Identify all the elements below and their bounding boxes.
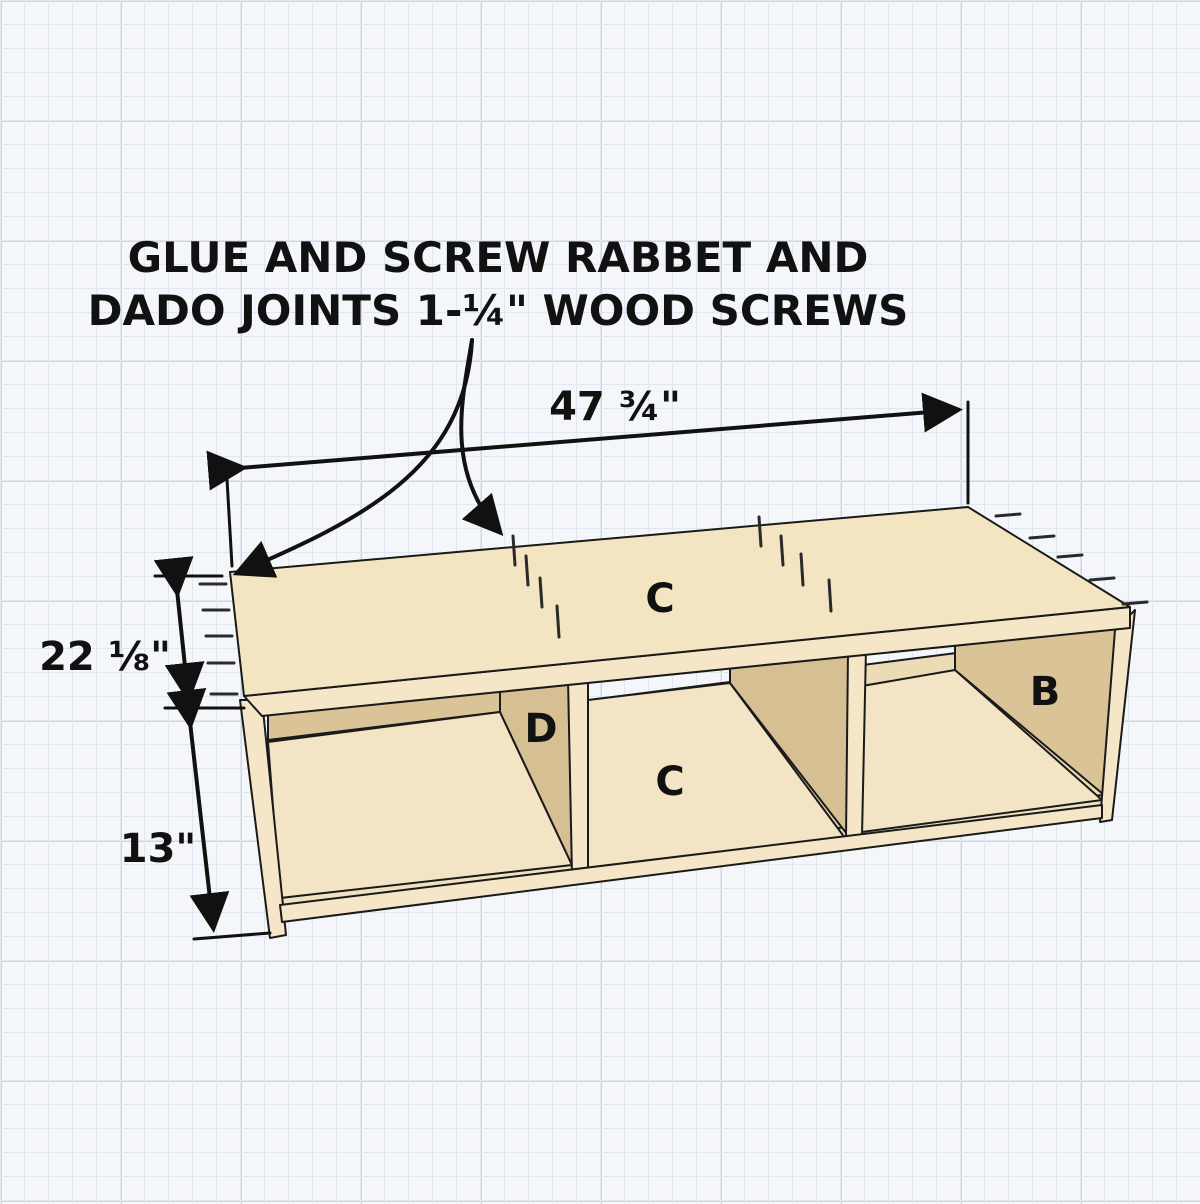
screw-icon xyxy=(994,512,1022,518)
divider-d-edge xyxy=(567,675,589,876)
screw-icon xyxy=(555,604,561,639)
screw-icon xyxy=(799,552,805,587)
part-label-divider: D xyxy=(524,706,557,752)
part-label-top: C xyxy=(645,576,674,622)
width-extension-left xyxy=(224,460,234,568)
leader-arrow-left xyxy=(232,338,474,578)
top-screws-left xyxy=(511,534,561,639)
top-screws-right xyxy=(757,515,833,613)
divider-middle-edge xyxy=(845,647,867,839)
height-dimension-label: 13" xyxy=(120,826,197,872)
width-dimension-label: 47 ¾" xyxy=(549,384,681,430)
dimension-lines xyxy=(153,338,970,941)
depth-dimension-line xyxy=(153,556,205,703)
left-edge-screws xyxy=(198,582,239,696)
screw-icon xyxy=(511,534,517,567)
screw-icon xyxy=(538,576,544,609)
cabinet xyxy=(229,506,1136,939)
part-label-side: B xyxy=(1030,669,1061,715)
note-line-1: GLUE AND SCREW RABBET AND xyxy=(128,233,869,282)
screw-icon xyxy=(1088,576,1116,582)
screw-icon xyxy=(1028,534,1056,540)
leader-arrow-right xyxy=(459,338,504,536)
note-line-2: DADO JOINTS 1-¼" WOOD SCREWS xyxy=(88,286,909,335)
screw-icon xyxy=(1056,553,1084,559)
screw-icon xyxy=(524,554,530,587)
part-label-shelf: C xyxy=(655,759,684,805)
top-panel xyxy=(229,506,1131,697)
screws xyxy=(198,512,1149,696)
screw-icon xyxy=(757,515,763,548)
bottom-front-edge xyxy=(279,804,1103,923)
width-dimension-line xyxy=(206,392,963,491)
height-dimension-line xyxy=(166,687,230,933)
depth-dimension-label: 22 ⅛" xyxy=(39,634,171,680)
screw-icon xyxy=(779,534,785,567)
screw-icon xyxy=(1121,600,1149,606)
right-edge-screws xyxy=(994,512,1149,606)
height-bottom-tick xyxy=(192,931,272,941)
screw-icon xyxy=(827,578,833,613)
labels: GLUE AND SCREW RABBET AND DADO JOINTS 1-… xyxy=(39,233,1060,872)
